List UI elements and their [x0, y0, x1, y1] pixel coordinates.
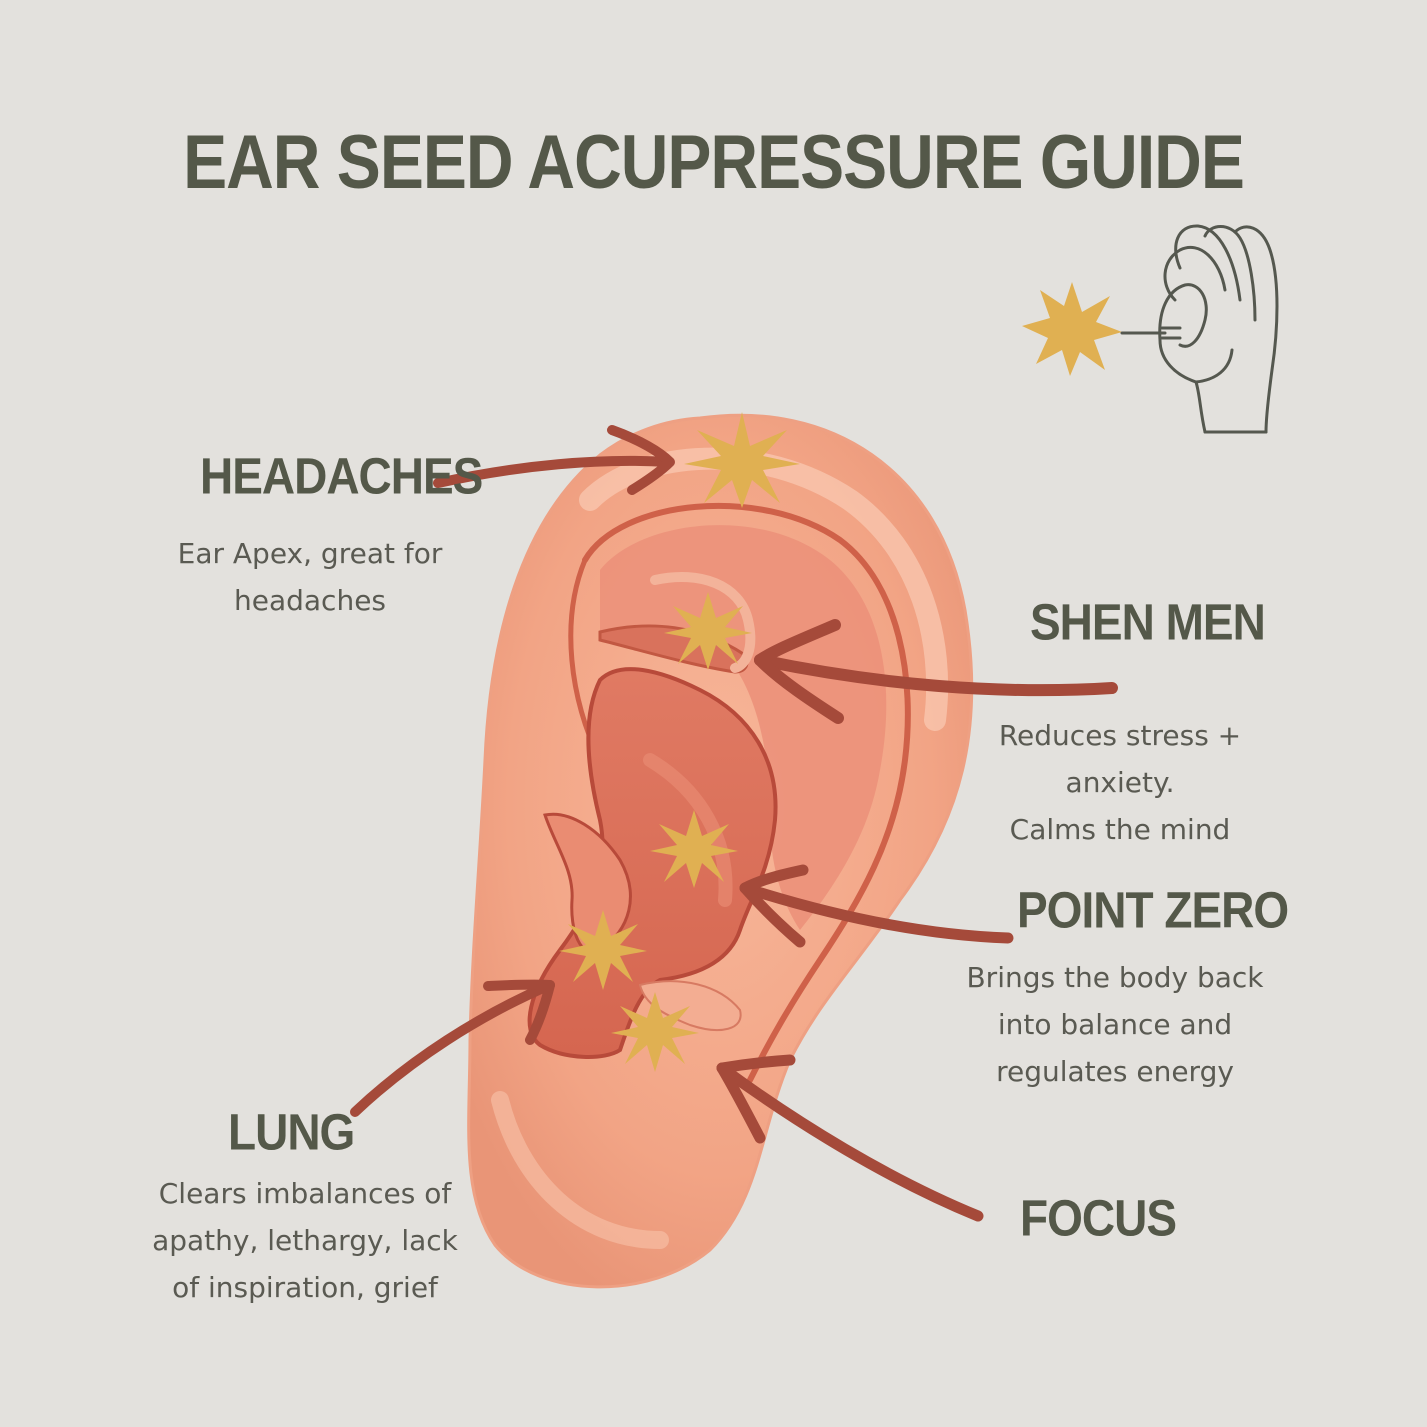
desc-point-zero: Brings the body back into balance and re… — [950, 954, 1280, 1095]
label-lung: LUNG — [228, 1103, 355, 1161]
hand-pressing-icon — [1022, 224, 1279, 434]
page-title: EAR SEED ACUPRESSURE GUIDE — [183, 119, 1245, 205]
desc-line: headaches — [233, 584, 387, 617]
desc-line: of inspiration, grief — [172, 1271, 438, 1304]
desc-line: Ear Apex, great for — [177, 537, 443, 570]
star-icon — [559, 910, 647, 990]
desc-line: into balance and — [997, 1008, 1233, 1041]
desc-line: Reduces stress + — [998, 719, 1242, 752]
arrow-headaches — [433, 425, 675, 495]
desc-line: regulates energy — [996, 1055, 1234, 1088]
label-focus: FOCUS — [1020, 1189, 1177, 1247]
desc-line: anxiety. — [1065, 766, 1175, 799]
arrow-focus — [716, 1054, 984, 1222]
desc-headaches: Ear Apex, great for headaches — [120, 530, 500, 624]
desc-line: apathy, lethargy, lack — [152, 1224, 458, 1257]
ear-helix — [582, 502, 911, 1083]
label-point-zero: POINT ZERO — [1017, 881, 1289, 939]
desc-shen-men: Reduces stress + anxiety. Calms the mind — [960, 712, 1280, 853]
star-icon — [611, 992, 699, 1072]
star-icon — [664, 592, 752, 670]
desc-line: Clears imbalances of — [158, 1177, 452, 1210]
desc-line: Calms the mind — [1009, 813, 1231, 846]
desc-line: Brings the body back — [966, 961, 1264, 994]
arrow-point-zero — [739, 864, 1014, 948]
star-icon — [650, 810, 738, 888]
label-headaches: HEADACHES — [200, 447, 483, 505]
arrow-shen-men — [754, 619, 1118, 724]
desc-lung: Clears imbalances of apathy, lethargy, l… — [130, 1170, 480, 1311]
star-icon — [684, 412, 800, 508]
label-shen-men: SHEN MEN — [1030, 593, 1266, 651]
star-icon — [1022, 282, 1122, 376]
arrow-lung — [350, 979, 555, 1117]
